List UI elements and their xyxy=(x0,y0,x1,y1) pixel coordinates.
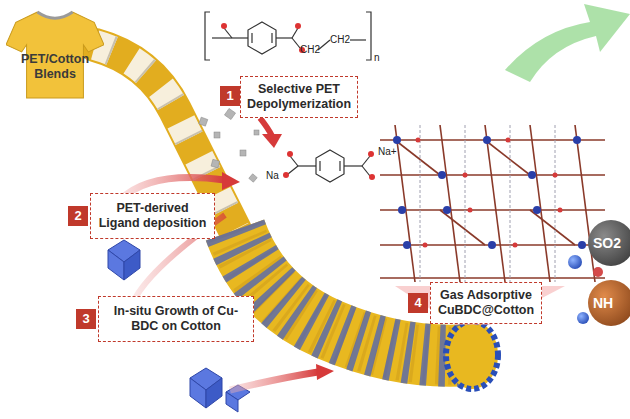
gas-sphere: NH xyxy=(588,280,630,326)
step-text: In-situ Growth of Cu-BDC on Cotton xyxy=(104,304,248,334)
gas-molecule xyxy=(568,255,582,269)
callout-number: 1 xyxy=(220,86,240,106)
fragments xyxy=(199,108,259,182)
green-arrow xyxy=(505,4,630,82)
gas-formula: NH xyxy=(593,295,613,311)
step-text: PET-derived Ligand deposition xyxy=(96,201,209,231)
step-text: Selective PET Depolymerization xyxy=(246,82,352,112)
step-box: Selective PET Depolymerization xyxy=(240,76,358,118)
step-box: PET-derived Ligand deposition xyxy=(90,193,215,239)
callout-number: 2 xyxy=(68,206,88,226)
gas-formula: SO2 xyxy=(593,235,621,251)
subscript: n xyxy=(374,52,380,63)
gas-sphere: SO2 xyxy=(588,220,630,266)
red-arrow xyxy=(260,118,272,136)
step-box: In-situ Growth of Cu-BDC on Cotton xyxy=(98,296,254,342)
callout-number: 3 xyxy=(76,309,96,329)
step-text: Gas Adsorptive CuBDC@Cotton xyxy=(436,288,536,318)
chem-group: CH2 xyxy=(330,34,350,45)
chem-group: CH2 xyxy=(300,44,320,55)
ligand-structure xyxy=(288,150,370,182)
pet-structure xyxy=(205,12,371,60)
ion-label: Na+ xyxy=(378,146,397,157)
ion-label: Na xyxy=(266,170,279,181)
step-box: Gas Adsorptive CuBDC@Cotton xyxy=(430,282,542,324)
red-arrow xyxy=(230,372,318,390)
callout-number: 4 xyxy=(408,293,428,313)
t-shirt: PET/Cotton Blends xyxy=(6,8,104,100)
mof-lattice xyxy=(375,120,610,285)
shirt-label: PET/Cotton Blends xyxy=(14,52,96,82)
